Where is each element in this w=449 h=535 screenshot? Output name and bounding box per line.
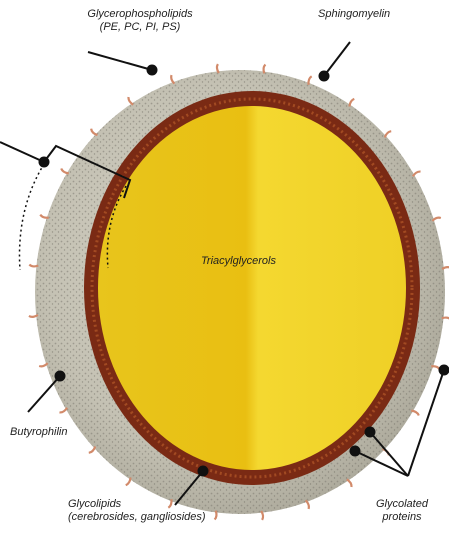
label-triacylglycerols: Triacylglycerols	[201, 255, 276, 268]
leader-membrane-bracket	[0, 142, 44, 162]
label-butyrophilin: Butyrophilin	[10, 426, 67, 439]
leader-dot-sphingomyelin	[320, 72, 329, 81]
label-glycolipids-line1: Glycolipids	[68, 498, 206, 511]
label-sphingomyelin: Sphingomyelin	[318, 8, 390, 21]
label-glycerophospholipids-line1: Glycerophospholipids	[60, 8, 220, 21]
protein-tuft	[91, 129, 97, 135]
protein-tuft	[385, 131, 391, 137]
protein-tuft	[306, 500, 309, 509]
label-glycolipids-line2: (cerebrosides, gangliosides)	[68, 511, 206, 524]
label-glycolated-proteins: Glycolated proteins	[362, 498, 442, 524]
protein-tuft	[89, 446, 95, 452]
protein-tuft	[29, 315, 38, 317]
protein-tuft	[61, 169, 69, 174]
label-glycolipids: Glycolipids (cerebrosides, gangliosides)	[68, 498, 206, 524]
protein-tuft	[349, 99, 354, 107]
leader-dot-glycolated-1	[440, 366, 449, 375]
leader-sphingomyelin	[324, 42, 350, 76]
leader-glycerophospholipids	[88, 52, 152, 70]
protein-tuft	[442, 267, 449, 269]
label-glycerophospholipids-line2: (PE, PC, PI, PS)	[60, 21, 220, 34]
protein-tuft	[432, 218, 441, 221]
protein-tuft	[347, 479, 352, 487]
leader-dot-glycerophospholipids	[148, 66, 157, 75]
protein-tuft	[39, 363, 48, 366]
protein-tuft	[59, 408, 67, 413]
leader-dot-glycolated-3	[351, 447, 360, 456]
protein-tuft	[128, 97, 133, 105]
protein-tuft	[171, 75, 174, 84]
protein-tuft	[411, 411, 419, 416]
protein-tuft	[442, 318, 449, 320]
leader-butyrophilin	[28, 376, 60, 412]
protein-tuft	[217, 64, 219, 73]
protein-tuft	[261, 511, 263, 520]
leader-dot-butyrophilin	[56, 372, 65, 381]
leader-dot-glycolated-2	[366, 428, 375, 437]
label-glycerophospholipids: Glycerophospholipids (PE, PC, PI, PS)	[60, 8, 220, 34]
leader-dot-glycolipids	[199, 467, 208, 476]
protein-tuft	[413, 172, 421, 177]
label-glycolated-line2: proteins	[362, 511, 442, 524]
triacylglycerol-core	[98, 106, 406, 470]
label-glycolated-line1: Glycolated	[362, 498, 442, 511]
protein-tuft	[126, 478, 131, 486]
